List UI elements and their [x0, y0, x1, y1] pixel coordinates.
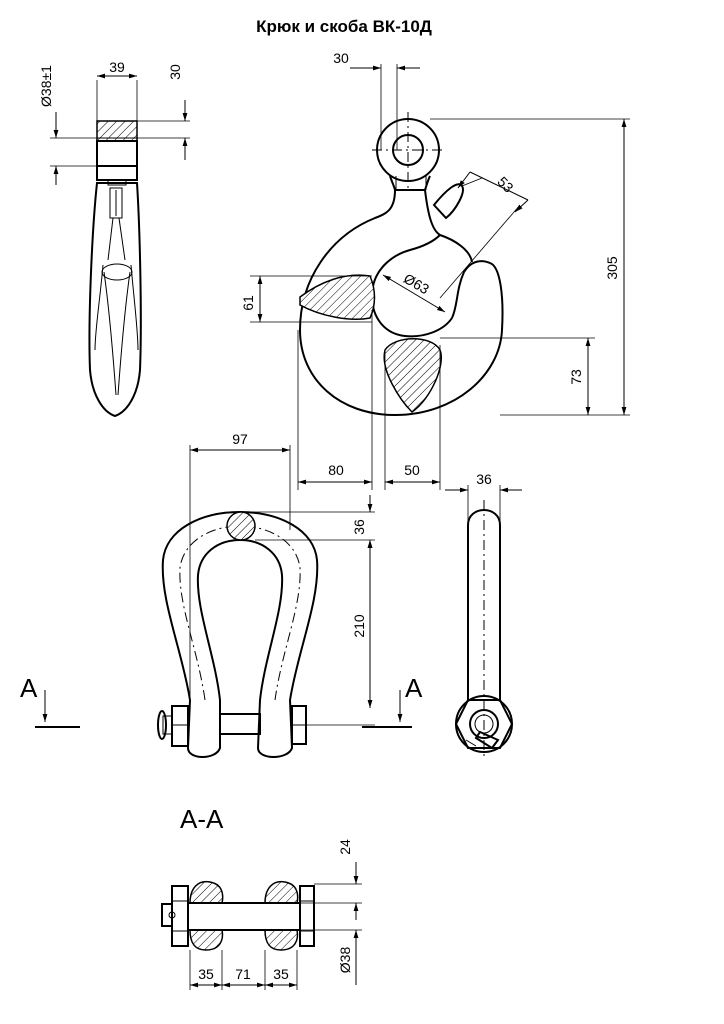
dim-24: 24 — [337, 839, 353, 855]
section-marker-left: A — [20, 673, 38, 703]
dim-80: 80 — [328, 462, 344, 478]
dim-30-top: 30 — [333, 50, 349, 66]
hook-front-view: Ø63 53 30 305 73 61 80 — [240, 50, 630, 490]
dim-d38-tol: Ø38±1 — [38, 65, 54, 107]
dim-61: 61 — [240, 295, 256, 311]
dim-36-side: 36 — [476, 471, 492, 487]
shackle-side-view: 36 — [445, 471, 522, 760]
dim-210: 210 — [351, 614, 367, 638]
dim-305: 305 — [604, 256, 620, 280]
dim-36-shackle: 36 — [351, 519, 367, 535]
dim-97: 97 — [232, 431, 248, 447]
dim-35-right: 35 — [273, 966, 289, 982]
dim-30-side: 30 — [167, 64, 183, 80]
dim-53: 53 — [494, 173, 516, 195]
hook-side-view: 39 30 Ø38±1 — [38, 59, 190, 418]
drawing-title: Крюк и скоба ВК-10Д — [256, 17, 432, 36]
dim-73: 73 — [568, 369, 584, 385]
section-label: A-A — [180, 804, 224, 834]
dim-50: 50 — [404, 462, 420, 478]
section-marker-right: A — [405, 673, 423, 703]
shackle-front-view: 97 36 210 A A — [20, 431, 423, 758]
dim-35-left: 35 — [198, 966, 214, 982]
dim-d38-section: Ø38 — [337, 947, 353, 974]
section-aa: A-A 24 Ø38 35 71 — [161, 804, 362, 990]
dim-d63: Ø63 — [401, 270, 432, 297]
dim-71: 71 — [235, 966, 251, 982]
dim-39: 39 — [109, 59, 125, 75]
